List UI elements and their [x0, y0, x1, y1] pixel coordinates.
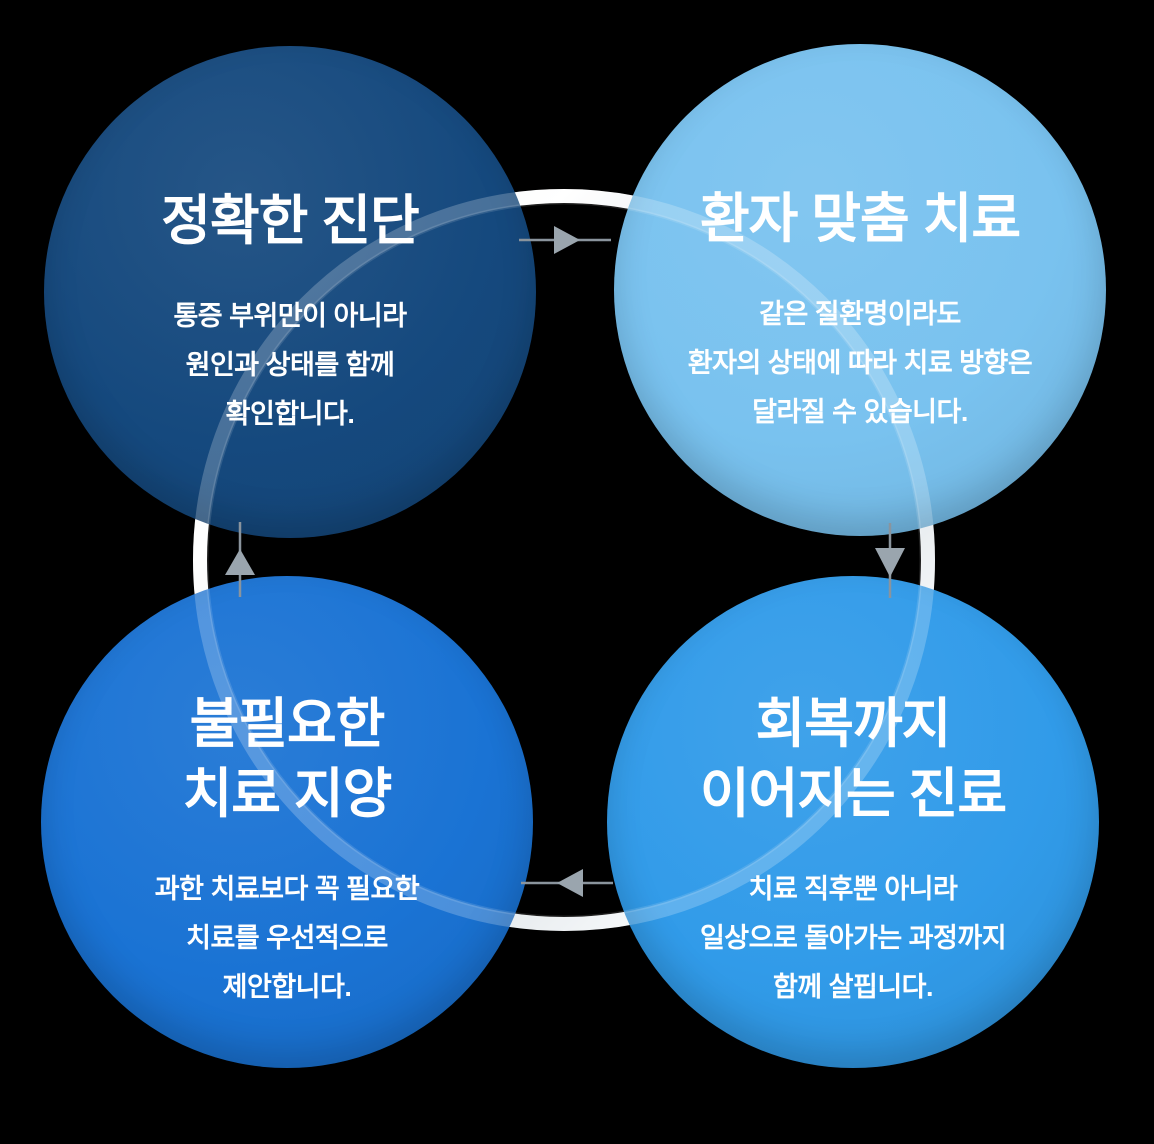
step-title-line: 정확한 진단 [161, 191, 419, 251]
step-description-line: 확인합니다. [225, 399, 355, 429]
step-title-line: 회복까지 [755, 694, 952, 754]
step-circle-patient-tailored-treatment: 환자 맞춤 치료 같은 질환명이라도 환자의 상태에 따라 치료 방향은 달라질… [614, 44, 1106, 536]
step-description-line: 과한 치료보다 꼭 필요한 [154, 874, 420, 904]
step-description: 통증 부위만이 아니라 원인과 상태를 함께 확인합니다. [44, 292, 536, 439]
step-circle-accurate-diagnosis: 정확한 진단 통증 부위만이 아니라 원인과 상태를 함께 확인합니다. [44, 46, 536, 538]
step-title-line: 불필요한 [189, 694, 386, 754]
step-description-line: 제안합니다. [222, 972, 352, 1002]
step-title: 정확한 진단 [44, 186, 536, 256]
step-description-line: 같은 질환명이라도 [759, 299, 961, 329]
step-title-line: 환자 맞춤 치료 [699, 189, 1021, 249]
step-description-line: 달라질 수 있습니다. [752, 397, 968, 427]
step-description-line: 통증 부위만이 아니라 [173, 301, 407, 331]
step-description: 치료 직후뿐 아니라 일상으로 돌아가는 과정까지 함께 살핍니다. [607, 865, 1099, 1012]
step-title: 불필요한 치료 지양 [41, 689, 533, 829]
step-description: 같은 질환명이라도 환자의 상태에 따라 치료 방향은 달라질 수 있습니다. [614, 290, 1106, 437]
step-title: 회복까지 이어지는 진료 [607, 689, 1099, 829]
step-description: 과한 치료보다 꼭 필요한 치료를 우선적으로 제안합니다. [41, 865, 533, 1012]
step-title-line: 치료 지양 [182, 764, 393, 824]
step-circle-avoid-unnecessary-treatment: 불필요한 치료 지양 과한 치료보다 꼭 필요한 치료를 우선적으로 제안합니다… [41, 576, 533, 1068]
step-description-line: 일상으로 돌아가는 과정까지 [699, 923, 1007, 953]
flow-arrow-left-icon [521, 869, 613, 897]
step-description-line: 치료 직후뿐 아니라 [748, 874, 958, 904]
step-description-line: 함께 살핍니다. [772, 972, 934, 1002]
step-circle-care-through-recovery: 회복까지 이어지는 진료 치료 직후뿐 아니라 일상으로 돌아가는 과정까지 함… [607, 576, 1099, 1068]
step-title: 환자 맞춤 치료 [614, 184, 1106, 254]
step-description-line: 환자의 상태에 따라 치료 방향은 [687, 348, 1033, 378]
step-description-line: 원인과 상태를 함께 [185, 350, 395, 380]
step-description-line: 치료를 우선적으로 [186, 923, 388, 953]
step-title-line: 이어지는 진료 [699, 764, 1007, 824]
